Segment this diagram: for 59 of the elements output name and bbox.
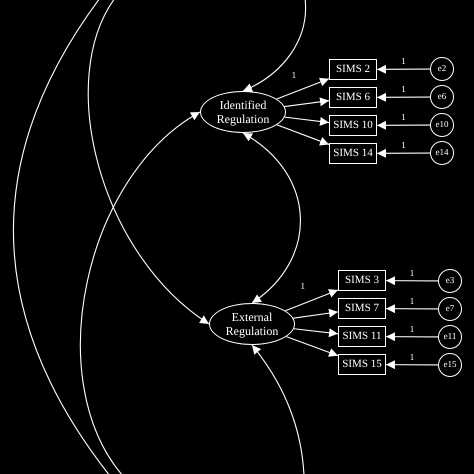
edge-label: 1 <box>290 70 298 80</box>
arrow <box>294 328 338 338</box>
indicator-box <box>329 143 377 164</box>
node-label: SIMS 7 <box>345 301 379 316</box>
arrow <box>377 120 430 130</box>
node-label: SIMS 3 <box>345 273 379 288</box>
arrow <box>377 92 430 102</box>
edge-label: 1 <box>400 84 407 94</box>
arrow <box>285 289 338 312</box>
edge-label: 1 <box>299 281 306 292</box>
edge-label: 1 <box>408 324 416 334</box>
indicator-box <box>329 59 377 80</box>
arrow <box>284 116 330 126</box>
arrow <box>284 97 330 108</box>
edge-label: 1 <box>400 112 407 122</box>
arrow <box>377 64 430 74</box>
edge-label: 1 <box>408 296 416 306</box>
node-label: SIMS 10 <box>333 118 373 134</box>
node-label: e3 <box>446 274 454 288</box>
arrow <box>386 276 438 286</box>
arrow <box>293 308 338 319</box>
arrow <box>242 132 301 304</box>
node-label: SIMS 6 <box>336 90 370 106</box>
arrow <box>377 148 430 158</box>
node-label: e15 <box>444 358 456 372</box>
indicator-box <box>338 326 386 347</box>
latent-variable-ellipse <box>209 303 295 345</box>
edge-label: 1 <box>408 268 416 278</box>
arrow <box>276 78 330 100</box>
node-label: e14 <box>436 146 448 160</box>
arrow <box>88 0 210 324</box>
arrow <box>252 344 305 474</box>
node-label: Identified Regulation <box>216 98 270 126</box>
node-label: e11 <box>444 330 456 344</box>
edge-label: 1 <box>400 56 407 66</box>
indicator-box <box>329 87 377 108</box>
indicator-box <box>338 354 386 375</box>
node-label: SIMS 2 <box>336 62 370 78</box>
indicator-box <box>338 270 386 291</box>
arrow <box>80 112 200 474</box>
node-label: SIMS 11 <box>342 329 382 344</box>
arrow <box>276 124 330 146</box>
latent-variable-ellipse <box>200 91 286 133</box>
node-label: External Regulation <box>224 310 280 338</box>
arrow <box>386 360 438 370</box>
node-label: e10 <box>436 118 448 132</box>
arrow <box>386 332 438 342</box>
node-label: SIMS 15 <box>342 357 382 372</box>
indicator-box <box>338 298 386 319</box>
node-label: e7 <box>446 302 454 316</box>
edge-label: 1 <box>408 352 416 362</box>
node-label: e2 <box>438 62 446 76</box>
arrow <box>286 336 338 357</box>
indicator-box <box>329 115 377 136</box>
node-label: SIMS 14 <box>333 146 373 162</box>
arrow <box>386 304 438 314</box>
arrow <box>242 0 306 92</box>
node-label: e6 <box>438 90 446 104</box>
edge-label: 1 <box>400 140 407 150</box>
